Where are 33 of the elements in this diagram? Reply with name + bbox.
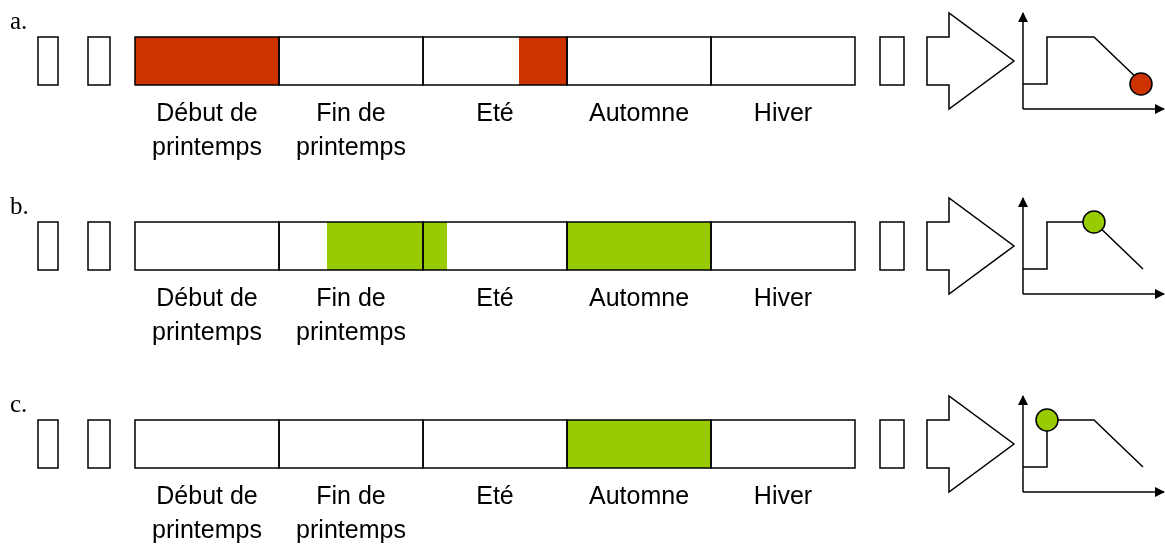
season-label: Eté (475, 282, 515, 313)
season-label: Début de printemps (151, 97, 263, 162)
small-box (879, 419, 905, 469)
row-letter: c. (10, 389, 28, 419)
small-box (87, 36, 111, 86)
curve-chart-drawing (1018, 395, 1165, 497)
small-box (37, 221, 59, 271)
season-label: Début de printemps (151, 480, 263, 544)
row-letter: a. (10, 6, 28, 36)
row-letter: b. (10, 191, 29, 221)
season-label: Hiver (752, 480, 814, 511)
small-box (87, 419, 111, 469)
season-label: Eté (475, 97, 515, 128)
season-label: Hiver (752, 97, 814, 128)
block-arrow (926, 394, 1016, 494)
season-label: Automne (587, 97, 691, 128)
season-label: Début de printemps (151, 282, 263, 347)
curve-chart-drawing (1018, 197, 1165, 299)
small-box (37, 36, 59, 86)
block-arrow (926, 11, 1016, 111)
small-box (87, 221, 111, 271)
season-label: Automne (587, 480, 691, 511)
curve-chart-drawing (1018, 12, 1165, 114)
season-label: Fin de printemps (295, 480, 407, 544)
season-label: Fin de printemps (295, 282, 407, 347)
small-box (879, 36, 905, 86)
season-label: Fin de printemps (295, 97, 407, 162)
season-label: Hiver (752, 282, 814, 313)
block-arrow (926, 196, 1016, 296)
small-box (879, 221, 905, 271)
small-box (37, 419, 59, 469)
season-label: Automne (587, 282, 691, 313)
season-label: Eté (475, 480, 515, 511)
